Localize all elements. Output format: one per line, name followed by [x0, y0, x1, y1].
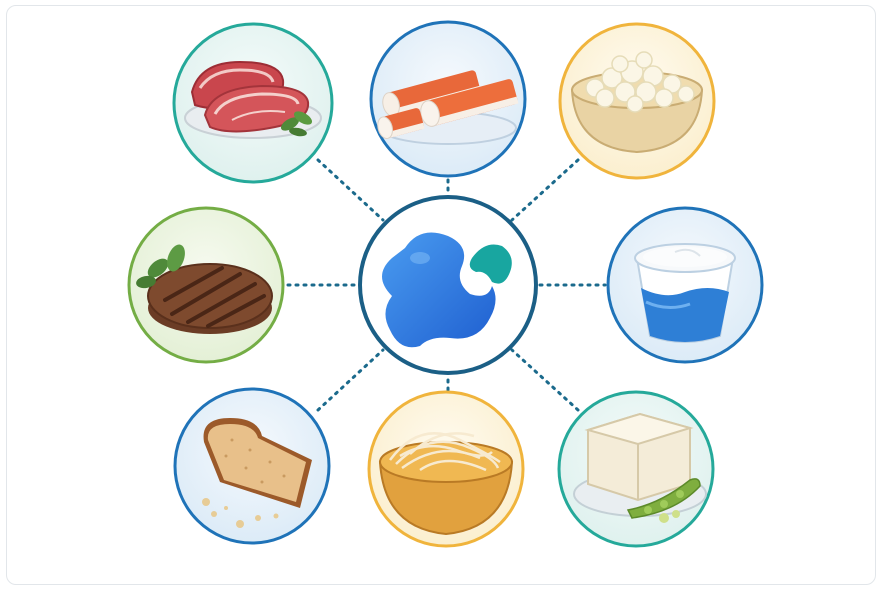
- connector-tofu: [510, 348, 580, 412]
- connector-cottage-cheese: [510, 158, 580, 222]
- raw-steak-icon: [184, 60, 322, 139]
- bread-slice-icon: [202, 418, 312, 528]
- node-bread: [173, 387, 331, 545]
- node-tofu: [557, 390, 715, 548]
- yogurt-cup-icon: [634, 243, 736, 343]
- node-cottage-cheese: [558, 22, 716, 180]
- burger-patty-icon: [136, 244, 273, 334]
- node-noodles: [367, 390, 525, 548]
- cottage-cheese-bowl-icon: [570, 51, 704, 154]
- node-center: [358, 195, 538, 375]
- node-crab-sticks: [369, 20, 527, 178]
- connector-bread: [316, 348, 385, 412]
- connector-steak: [316, 158, 385, 222]
- blue-protein-molecule-icon: [382, 232, 512, 348]
- tofu-edamame-icon: [573, 412, 707, 523]
- connector-lines: [286, 158, 607, 412]
- noodle-bowl-icon: [378, 432, 514, 536]
- node-steak: [172, 22, 334, 184]
- crab-stick-icon: [377, 70, 519, 145]
- node-yogurt: [606, 206, 764, 364]
- node-burger-patty: [127, 206, 285, 364]
